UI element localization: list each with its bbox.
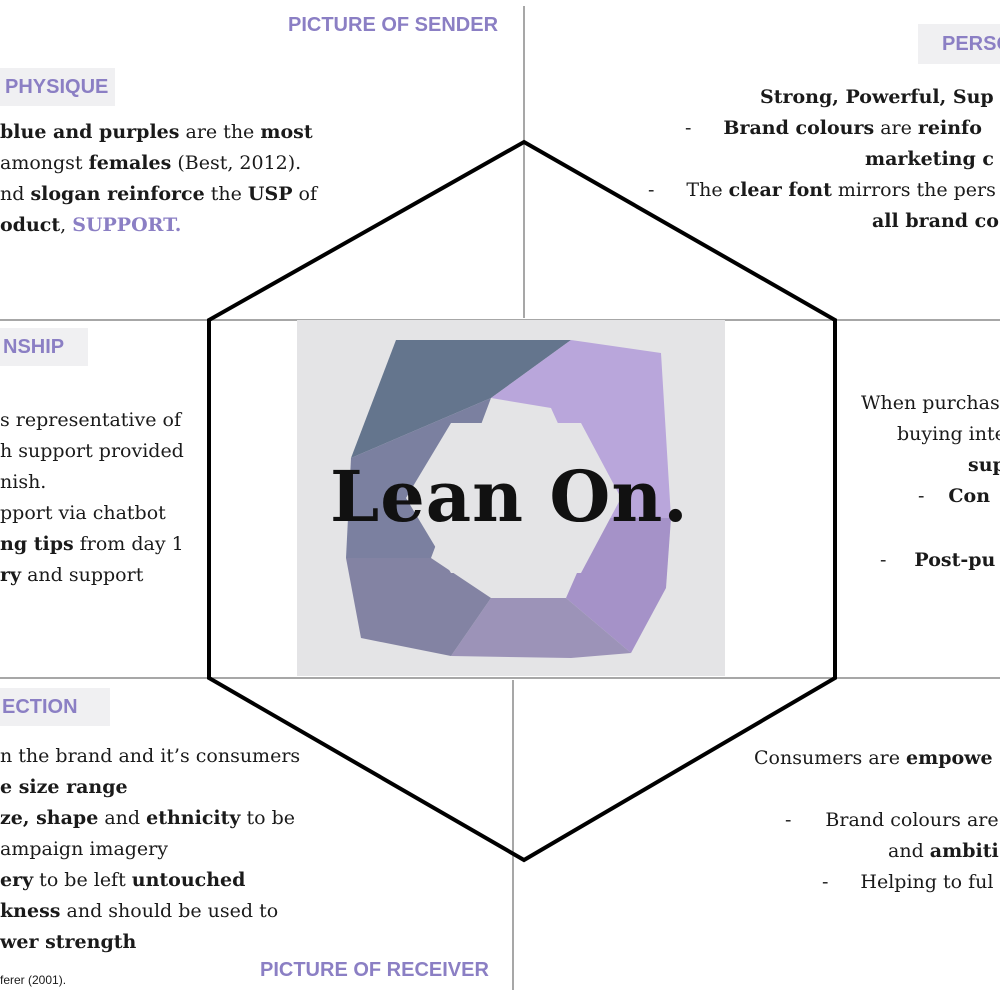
- heading-picture-of-sender: PICTURE OF SENDER: [288, 14, 499, 36]
- logo-segment-top-left: [351, 340, 571, 458]
- hexagon-outline: [207, 139, 837, 863]
- reflection-credit: ferer (2001).: [0, 973, 67, 987]
- relationship-line-6: ry and support: [0, 564, 144, 586]
- self-image-line-2: -Brand colours are: [785, 809, 999, 831]
- physique-line-1: blue and purples are the most: [0, 121, 313, 143]
- heading-relationship: NSHIP: [0, 328, 88, 366]
- heading-physique: PHYSIQUE: [0, 68, 115, 106]
- personality-line-4: -The clear font mirrors the pers: [648, 179, 996, 201]
- personality-line-3: marketing c: [865, 148, 994, 170]
- physique-line-4: oduct, SUPPORT.: [0, 214, 182, 236]
- personality-line-5: all brand co: [872, 210, 999, 232]
- culture-line-1: When purchas: [861, 392, 1000, 414]
- reflection-line-2: e size range: [0, 776, 128, 798]
- reflection-line-4: ampaign imagery: [0, 838, 168, 860]
- heading-reflection: ECTION: [0, 688, 110, 726]
- culture-line-4: -Con: [918, 485, 991, 507]
- personality-line-1: Strong, Powerful, Sup: [760, 86, 994, 108]
- relationship-text: s representative of h support provided n…: [0, 405, 184, 591]
- logo-segment-bottom-left: [346, 558, 491, 656]
- relationship-line-5: ng tips from day 1: [0, 533, 184, 555]
- physique-text: blue and purples are the most amongst fe…: [0, 117, 317, 241]
- culture-line-2: buying inte: [897, 423, 1000, 445]
- logo-center-hole: [406, 423, 621, 573]
- logo-emblem: [346, 340, 671, 658]
- heading-personality: PERSO: [918, 24, 1000, 64]
- culture-line-5: -Post-pu: [880, 549, 996, 571]
- relationship-line-3: nish.: [0, 471, 47, 493]
- logo-panel: [297, 320, 725, 676]
- reflection-line-3: ze, shape and ethnicity to be: [0, 807, 296, 829]
- heading-picture-of-receiver: PICTURE OF RECEIVER: [260, 959, 489, 981]
- reflection-line-5: ery to be left untouched: [0, 869, 246, 891]
- reflection-line-1: n the brand and it’s consumers: [0, 745, 301, 767]
- logo-wordmark: Lean On.: [330, 455, 689, 538]
- self-image-line-1: Consumers are empowe: [754, 747, 993, 769]
- physique-line-3: nd slogan reinforce the USP of: [0, 183, 318, 205]
- reflection-line-6: kness and should be used to: [0, 900, 279, 922]
- relationship-line-1: s representative of: [0, 409, 182, 431]
- self-image-line-4: -Helping to ful: [822, 871, 994, 893]
- reflection-line-7: wer strength: [0, 931, 137, 953]
- physique-line-2: amongst females (Best, 2012).: [0, 152, 302, 174]
- relationship-line-4: pport via chatbot: [0, 502, 166, 524]
- personality-line-2: -Brand colours are reinfo: [685, 117, 982, 139]
- relationship-line-2: h support provided: [0, 440, 184, 462]
- reflection-text: n the brand and it’s consumers e size ra…: [0, 741, 300, 958]
- culture-line-3: sup: [968, 454, 1000, 476]
- logo-segment-bottom-right: [451, 598, 631, 658]
- self-image-line-3: and ambiti: [888, 840, 999, 862]
